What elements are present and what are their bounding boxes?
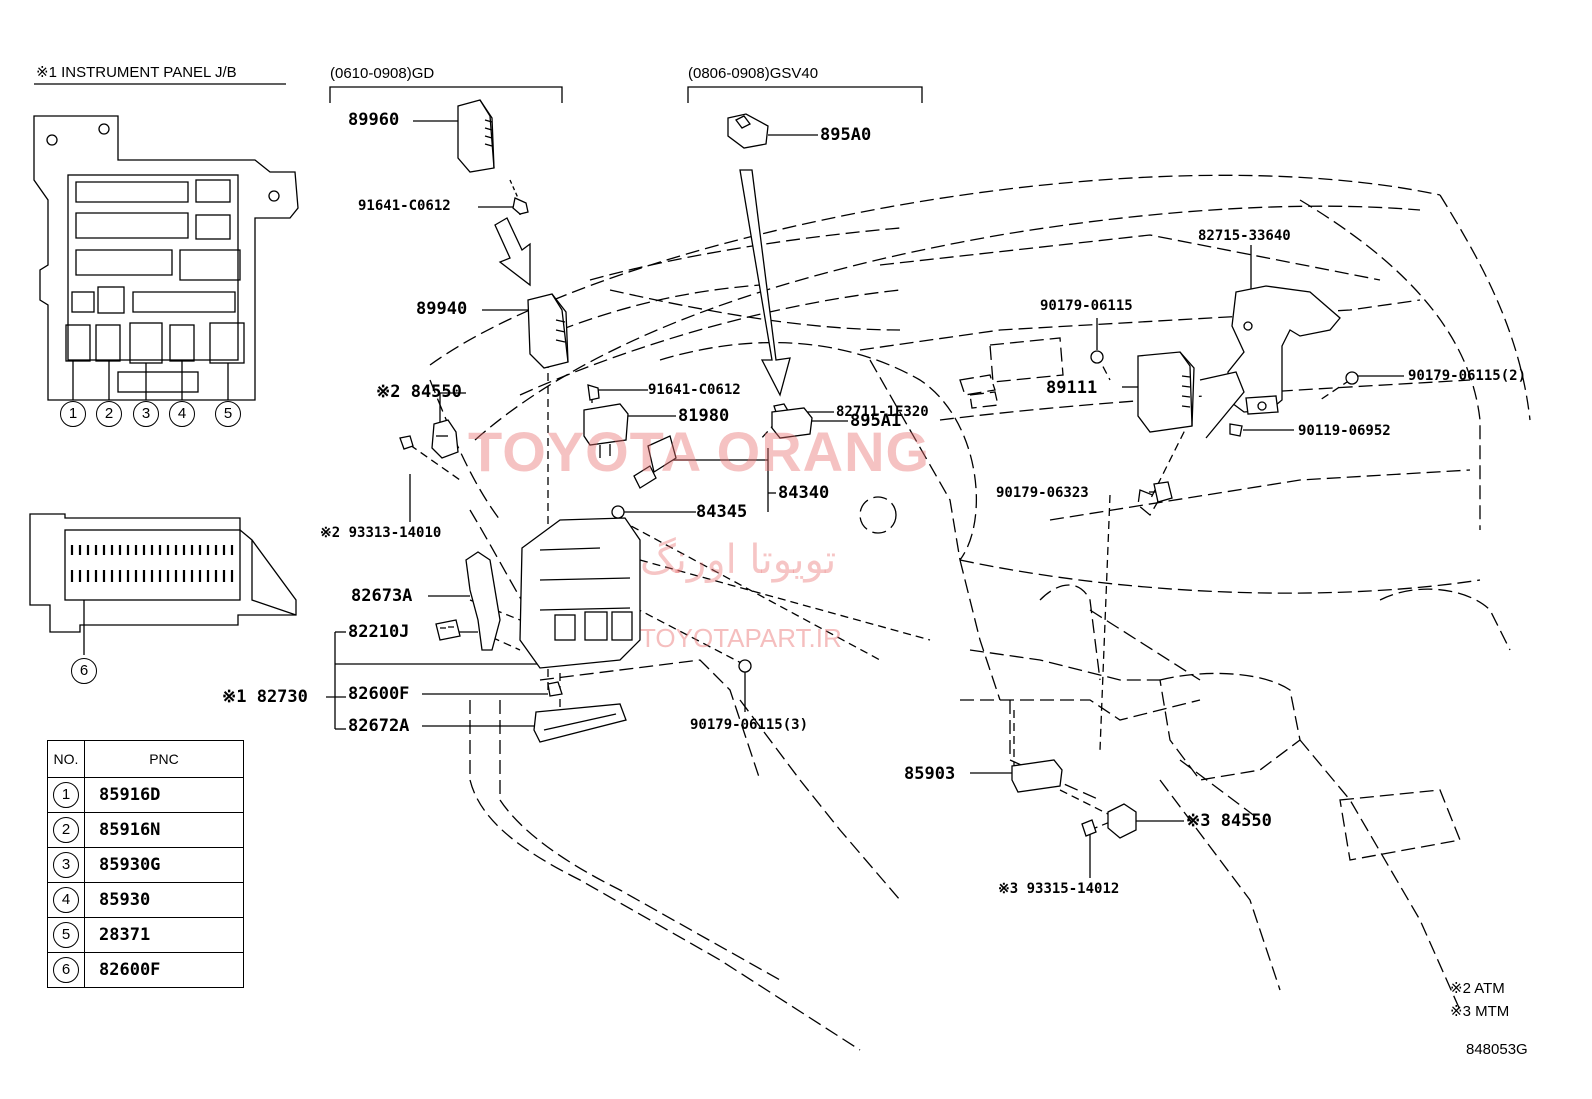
part-label-93313-14010[interactable]: ※2 93313-14010 (320, 525, 442, 541)
row-pnc[interactable]: 85916N (84, 812, 244, 848)
part-label-90179-06115-2[interactable]: 90179-06115(2) (1408, 368, 1527, 384)
row-number: 4 (53, 887, 79, 913)
row-number: 5 (53, 922, 79, 948)
part-label-93315-14012[interactable]: ※3 93315-14012 (998, 881, 1120, 897)
part-label-89960[interactable]: 89960 (348, 110, 400, 130)
col-no-header: NO. (47, 740, 85, 778)
part-label-84550-mtm[interactable]: ※3 84550 (1186, 811, 1272, 831)
col-pnc-header: PNC (84, 740, 244, 778)
row-pnc[interactable]: 85930G (84, 847, 244, 883)
part-label-82672a[interactable]: 82672A (348, 716, 410, 736)
row-number: 6 (53, 957, 79, 983)
part-shapes (399, 99, 1359, 839)
watermark-logo-text: TOYOTA ORANG (468, 420, 931, 483)
table-row: 1 85916D (47, 777, 244, 813)
part-label-81980[interactable]: 81980 (678, 406, 730, 426)
part-label-82711-1e320[interactable]: 82711-1E320 (836, 404, 929, 420)
table-row: 2 85916N (47, 812, 244, 848)
legend-mtm: ※3 MTM (1450, 1003, 1510, 1020)
part-label-84345[interactable]: 84345 (696, 502, 748, 522)
watermark-persian-text: تویوتا اورنگ (640, 537, 837, 583)
callout-5: 5 (215, 401, 241, 427)
range-label-gsv40: (0806-0908)GSV40 (688, 65, 819, 82)
arrow-upper (494, 169, 791, 397)
part-label-89940[interactable]: 89940 (416, 299, 468, 319)
part-label-82210j[interactable]: 82210J (348, 622, 410, 642)
table-row: 5 28371 (47, 917, 244, 953)
part-label-90179-06115-3[interactable]: 90179-06115(3) (690, 717, 809, 733)
row-pnc[interactable]: 28371 (84, 917, 244, 953)
part-label-84550-atm[interactable]: ※2 84550 (376, 382, 462, 402)
table-row: 3 85930G (47, 847, 244, 883)
leader-lines (326, 120, 1404, 878)
row-pnc[interactable]: 85916D (84, 777, 244, 813)
part-label-90119-06952[interactable]: 90119-06952 (1298, 423, 1391, 439)
callout-4: 4 (169, 401, 195, 427)
part-label-895a1[interactable]: 895A1 (850, 411, 902, 431)
pnc-table: NO. PNC 1 85916D 2 85916N 3 85930G 4 859… (47, 740, 244, 988)
callout-1: 1 (60, 401, 86, 427)
callout-3: 3 (133, 401, 159, 427)
part-label-82715-33640[interactable]: 82715-33640 (1198, 228, 1291, 244)
part-label-90179-06115[interactable]: 90179-06115 (1040, 298, 1133, 314)
callout-2: 2 (96, 401, 122, 427)
table-row: 4 85930 (47, 882, 244, 918)
part-label-91641-c0612-a[interactable]: 91641-C0612 (358, 198, 451, 214)
row-pnc[interactable]: 82600F (84, 952, 244, 988)
range-label-gd: (0610-0908)GD (330, 65, 435, 82)
table-row: 6 82600F (47, 952, 244, 988)
callout-6: 6 (71, 658, 97, 684)
row-number: 2 (53, 817, 79, 843)
junction-block-side-drawing (29, 513, 297, 655)
watermark-site-text: TOYOTAPART.IR (640, 623, 842, 653)
part-label-82673a[interactable]: 82673A (351, 586, 413, 606)
part-label-89111[interactable]: 89111 (1046, 378, 1098, 398)
part-label-91641-c0612-b[interactable]: 91641-C0612 (648, 382, 741, 398)
row-number: 1 (53, 782, 79, 808)
figure-code: 848053G (1466, 1041, 1528, 1058)
jb-title: ※1 INSTRUMENT PANEL J/B (36, 64, 237, 81)
part-label-82730[interactable]: ※1 82730 (222, 687, 308, 707)
part-label-85903[interactable]: 85903 (904, 764, 956, 784)
part-label-90179-06323[interactable]: 90179-06323 (996, 485, 1089, 501)
part-label-895a0[interactable]: 895A0 (820, 125, 872, 145)
row-pnc[interactable]: 85930 (84, 882, 244, 918)
part-label-82600f[interactable]: 82600F (348, 684, 410, 704)
junction-block-drawing (33, 115, 299, 401)
part-label-84340[interactable]: 84340 (778, 483, 830, 503)
legend-atm: ※2 ATM (1450, 980, 1505, 997)
row-number: 3 (53, 852, 79, 878)
